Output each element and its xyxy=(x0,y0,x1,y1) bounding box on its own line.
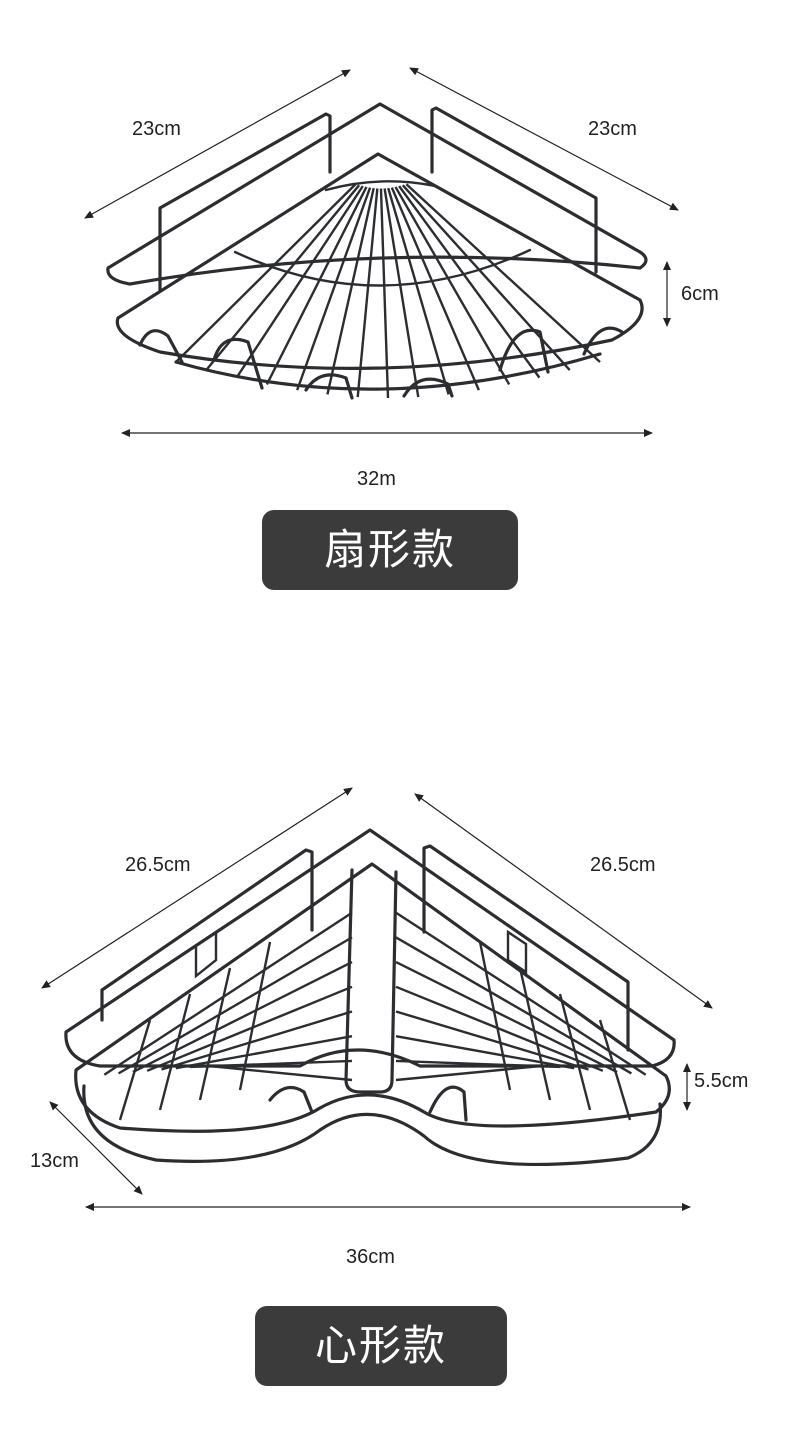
heart-grid-wire xyxy=(175,1035,353,1070)
heart-right-side-label: 26.5cm xyxy=(590,854,656,876)
heart-grid-wire xyxy=(395,961,618,1074)
fan-rib xyxy=(383,188,420,398)
right-side-arrow-2 xyxy=(414,793,713,1009)
heart-depth-label: 13cm xyxy=(30,1150,79,1172)
heart-height-label: 5.5cm xyxy=(694,1070,749,1092)
heart-width-label: 36cm xyxy=(346,1246,395,1268)
heart-grid-wire xyxy=(395,1064,546,1082)
heart-grid-wire xyxy=(395,985,604,1072)
heart-grid-wire xyxy=(161,1010,353,1071)
heart-shelf-illustration xyxy=(41,787,713,1211)
fan-rib xyxy=(394,186,511,386)
right-side-arrow xyxy=(409,67,679,211)
heart-grid-crosswire xyxy=(598,1019,632,1121)
heart-grid xyxy=(103,911,647,1121)
heart-grid-wire xyxy=(204,1064,353,1082)
fan-rib xyxy=(235,185,364,379)
heart-grid-crosswire xyxy=(238,941,272,1091)
fan-shelf-illustration xyxy=(84,67,679,437)
heart-grid-wire xyxy=(132,961,353,1074)
fan-rib xyxy=(398,185,541,379)
heart-left-side-label: 26.5cm xyxy=(125,854,191,876)
depth-arrow xyxy=(49,1101,143,1195)
heart-grid-crosswire xyxy=(158,993,192,1111)
heart-grid-crosswire xyxy=(198,967,232,1101)
fan-rib xyxy=(379,188,390,399)
fan-ribs xyxy=(175,183,601,399)
fan-rib xyxy=(265,186,368,385)
fan-height-label: 6cm xyxy=(681,283,719,305)
fan-rib xyxy=(296,187,372,391)
fan-width-label: 32m xyxy=(357,468,396,490)
heart-shelf-wireframe xyxy=(64,828,676,1167)
heart-grid-wire xyxy=(395,1035,575,1070)
fan-left-side-label: 23cm xyxy=(132,118,181,140)
fan-rib xyxy=(387,187,450,395)
left-side-arrow-2 xyxy=(41,787,353,989)
fan-shelf-section: 23cm 23cm 6cm 32m 扇形款 xyxy=(0,0,790,620)
left-side-arrow xyxy=(84,69,351,219)
fan-rib xyxy=(405,183,601,363)
heart-grid-wire xyxy=(103,911,353,1076)
fan-rib xyxy=(326,187,375,395)
heart-grid-wire xyxy=(146,985,353,1072)
heart-style-badge: 心形款 xyxy=(255,1306,507,1386)
fan-shelf-wireframe xyxy=(106,102,648,400)
heart-grid-wire xyxy=(395,936,633,1075)
fan-right-side-label: 23cm xyxy=(588,118,637,140)
heart-shelf-section: 26.5cm 26.5cm 5.5cm 13cm 36cm 心形款 xyxy=(0,720,790,1440)
fan-rib xyxy=(175,183,357,363)
heart-grid-crosswire xyxy=(118,1019,152,1121)
heart-grid-wire xyxy=(395,1010,589,1071)
heart-grid-crosswire xyxy=(518,967,552,1101)
heart-grid-wire xyxy=(395,911,647,1076)
fan-style-badge: 扇形款 xyxy=(262,510,518,590)
fan-rib xyxy=(390,187,480,391)
heart-grid-crosswire xyxy=(558,993,592,1111)
fan-rib xyxy=(356,188,379,398)
heart-grid-crosswire xyxy=(478,941,512,1091)
heart-grid-wire xyxy=(117,936,353,1075)
